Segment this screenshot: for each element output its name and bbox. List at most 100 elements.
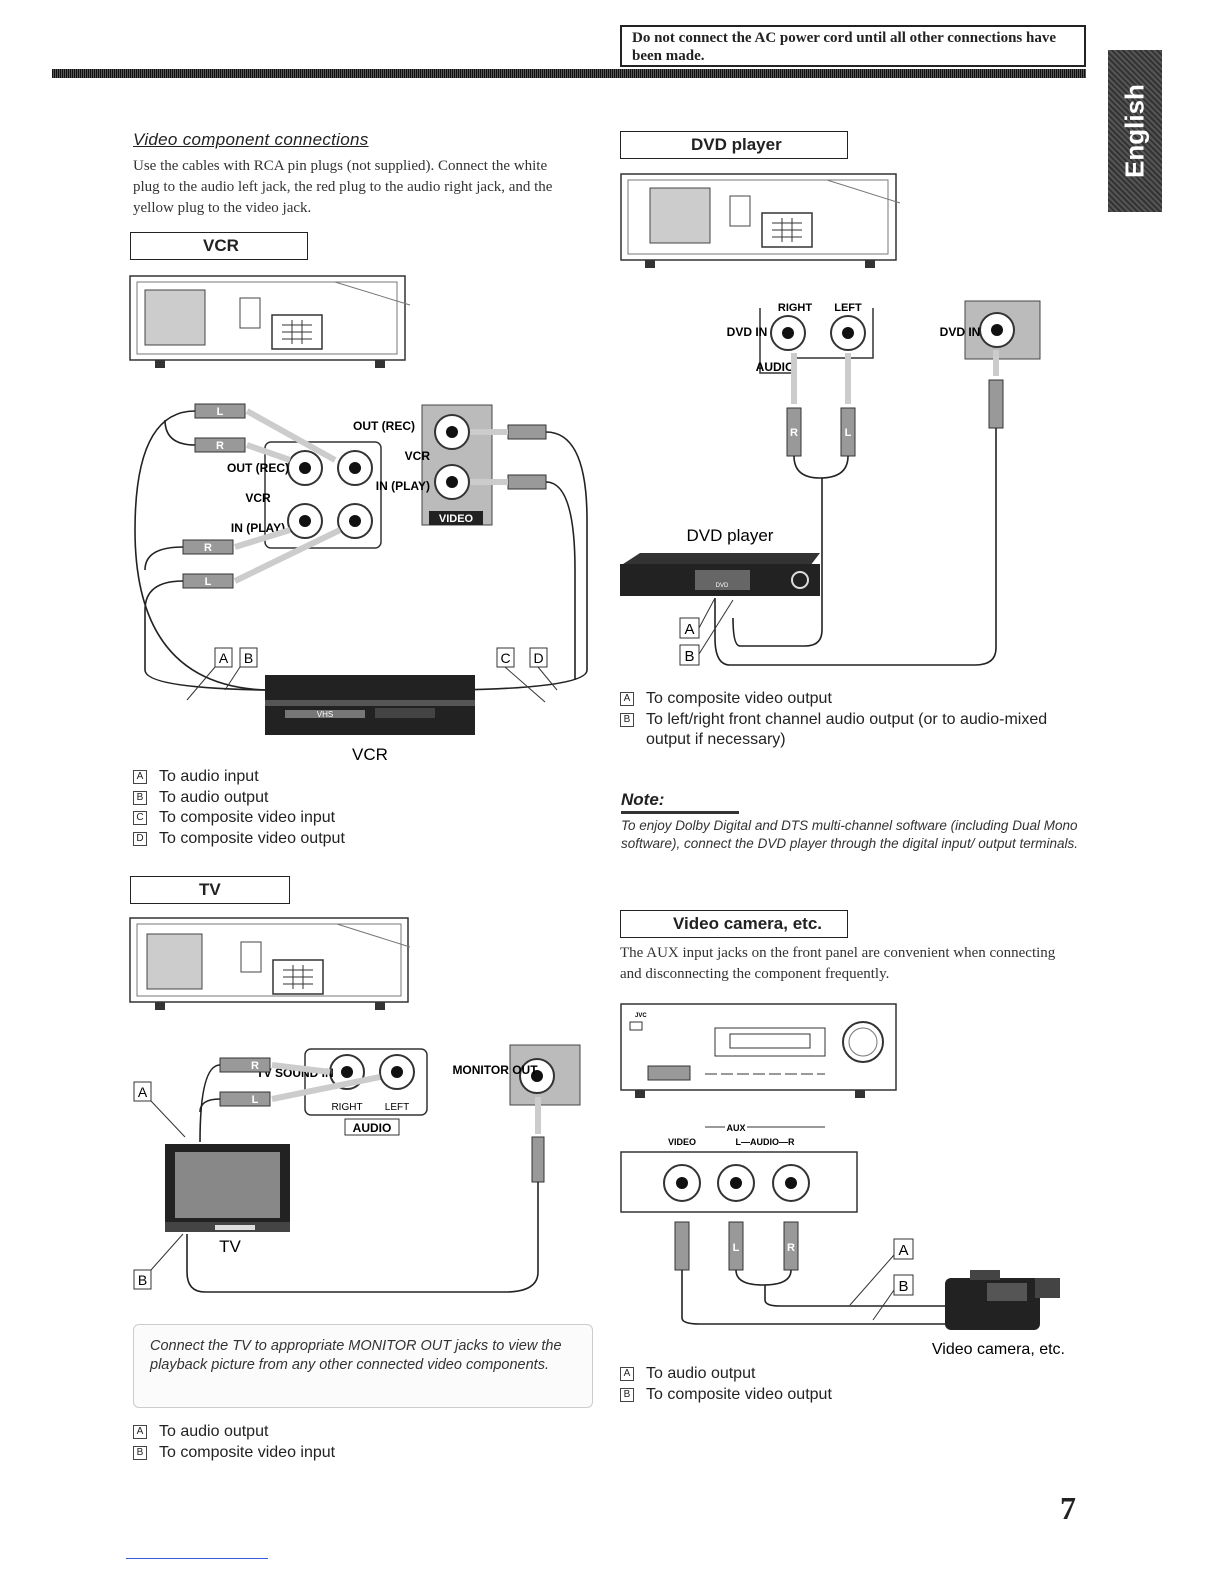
brand-logo: JVC (635, 1013, 647, 1019)
label-vcr: VCR (245, 491, 271, 505)
aux-jack-panel (620, 1151, 858, 1213)
svg-text:C: C (500, 650, 510, 666)
marker-c: C (496, 647, 515, 668)
svg-text:A: A (219, 650, 229, 666)
warning-box: Do not connect the AC power cord until a… (620, 25, 1086, 67)
marker-b: B (679, 644, 700, 666)
label-left: LEFT (385, 1102, 409, 1113)
label-left: LEFT (834, 302, 862, 314)
vcr-box-label: VCR (130, 232, 308, 260)
dvd-player-device (620, 553, 820, 596)
plug-l-lower: L (205, 576, 212, 588)
label-audio: AUDIO (756, 360, 795, 374)
label-out-rec: OUT (REC) (227, 461, 289, 475)
marker-d: D (529, 647, 548, 668)
cables (186, 1064, 539, 1293)
marker-pointers (186, 666, 558, 703)
label-dvd-in: DVD IN (727, 325, 768, 339)
marker-b: B (239, 647, 258, 668)
label-video-out-rec: OUT (REC) (353, 419, 415, 433)
label-right: RIGHT (778, 302, 813, 314)
tv-callout: Connect the TV to appropriate MONITOR OU… (133, 1324, 593, 1408)
marker-b: B (893, 1274, 914, 1296)
marker-a: A (133, 1081, 152, 1102)
dvd-box-label-text: DVD player (691, 135, 782, 154)
label-aux: AUX (726, 1123, 745, 1133)
page-number: 7 (1060, 1490, 1076, 1526)
vcr-video-jack-panel (421, 404, 493, 526)
marker-a: A (214, 647, 233, 668)
vhs-logo: VHS (317, 710, 333, 719)
dvd-video-jack-panel (964, 300, 1041, 360)
svg-text:A: A (138, 1084, 148, 1100)
plug-l-upper: L (217, 406, 224, 418)
top-rule (52, 69, 1086, 78)
footer-line (126, 1558, 268, 1559)
camera-box-label: Video camera, etc. (620, 910, 848, 938)
camera-intro: The AUX input jacks on the front panel a… (620, 945, 1056, 982)
signal-arrows (271, 1062, 541, 1134)
label-audio: AUDIO (353, 1121, 392, 1135)
tv-callout-text: Connect the TV to appropriate MONITOR OU… (150, 1338, 562, 1373)
tv-device (165, 1144, 290, 1232)
receiver-back-panel (129, 917, 411, 1010)
dvd-caption: DVD player (687, 526, 774, 545)
cables (134, 410, 588, 691)
label-in-play: IN (PLAY) (231, 521, 285, 535)
svg-text:D: D (533, 650, 543, 666)
section-heading: Video component connections (133, 130, 369, 149)
note-text: To enjoy Dolby Digital and DTS multi-cha… (621, 818, 1078, 851)
note-title: Note: (621, 790, 665, 809)
marker-pointers (150, 1100, 186, 1271)
section-intro: Use the cables with RCA pin plugs (not s… (133, 158, 553, 216)
label-monitor-out: MONITOR OUT (452, 1063, 538, 1077)
signal-arrows (233, 408, 508, 584)
label-right: RIGHT (331, 1102, 362, 1113)
svg-text:A: A (684, 621, 694, 638)
marker-pointers (849, 1254, 895, 1321)
language-tab-label: English (1119, 84, 1150, 178)
marker-a: A (679, 617, 700, 639)
label-video-dvd-in: DVD IN (940, 325, 981, 339)
label-video: VIDEO (439, 513, 474, 525)
plug-l: L (845, 427, 852, 439)
svg-text:B: B (684, 648, 694, 665)
tv-plugs (219, 1057, 545, 1183)
svg-text:B: B (244, 650, 253, 666)
vcr-audio-jack-panel (264, 441, 382, 549)
vcr-box-label-text: VCR (203, 236, 239, 255)
tv-diagram: TV SOUND IN RIGHT LEFT AUDIO MONITOR OUT… (129, 917, 581, 1293)
audio-plugs (182, 403, 547, 589)
plug-r-lower: R (204, 542, 212, 554)
vcr-caption: VCR (352, 745, 388, 764)
vcr-device (265, 675, 475, 735)
label-video-vcr: VCR (405, 449, 431, 463)
dvd-plugs (786, 379, 1004, 457)
camera-box-label-text: Video camera, etc. (673, 914, 822, 933)
marker-b: B (133, 1269, 152, 1290)
dvd-box-label: DVD player (620, 131, 848, 159)
plug-r: R (787, 1242, 795, 1254)
label-video-in-play: IN (PLAY) (376, 479, 430, 493)
video-camera-device (945, 1270, 1060, 1330)
receiver-front-panel (620, 1003, 897, 1098)
receiver-back-panel (129, 275, 411, 368)
svg-text:B: B (898, 1278, 908, 1295)
cables (681, 1269, 955, 1325)
tv-caption: TV (219, 1237, 241, 1256)
language-tab: English (1108, 50, 1162, 212)
signal-arrows (791, 350, 999, 404)
svg-text:A: A (898, 1242, 908, 1259)
